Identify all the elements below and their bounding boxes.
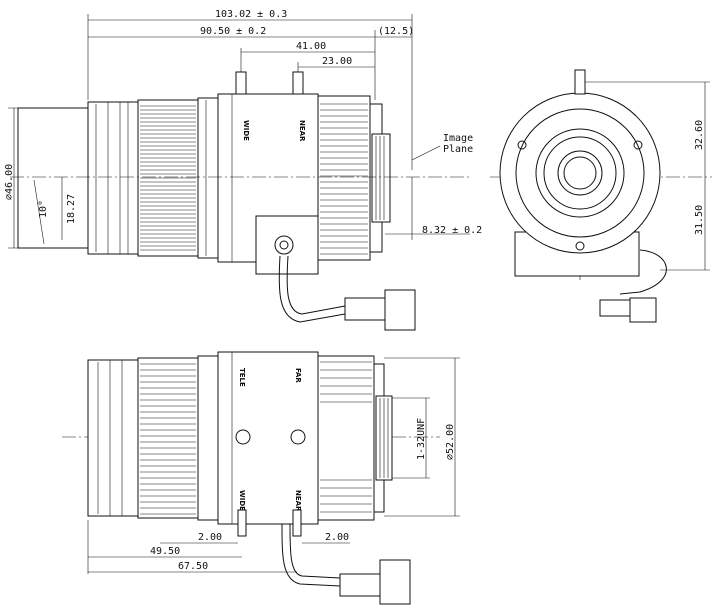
dim-lever-spacing-right: 2.00 (325, 532, 349, 543)
dim-length-lever2: 67.50 (178, 561, 208, 572)
side-view: WIDE NEAR (10, 71, 470, 331)
screw-1 (235, 429, 251, 445)
bottom-view: TELE FAR WIDE NEAR (62, 351, 440, 605)
end-lever (574, 69, 586, 95)
lever-wide (235, 71, 247, 95)
image-plane-line2: Plane (443, 144, 473, 155)
dim-length-lever1: 49.50 (150, 546, 180, 557)
zoom-ring (317, 95, 371, 261)
zoom-knurl (320, 103, 368, 255)
label-wide: WIDE (242, 120, 250, 141)
dim-overall-length: 103.02 ± 0.3 (215, 9, 287, 20)
dim-body-length: 90.50 ± 0.2 (200, 26, 266, 37)
end-connector (629, 297, 657, 323)
label-near-bottom: NEAR (294, 490, 302, 512)
bottom-lever-1 (237, 509, 247, 537)
bottom-zoom-ring (317, 355, 375, 521)
connector-head (384, 289, 416, 331)
end-cable (619, 249, 667, 295)
dim-back-focus: 8.32 ± 0.2 (422, 225, 482, 236)
label-far: FAR (294, 368, 302, 383)
cable-gland (274, 235, 294, 255)
dim-diameter-front: ⌀46.00 (4, 164, 15, 200)
dim-offset: 18.27 (66, 194, 77, 224)
label-tele: TELE (238, 368, 246, 387)
lever-near (292, 71, 304, 95)
bottom-cable (281, 523, 341, 587)
dim-end-bottom: 31.50 (694, 205, 705, 235)
bottom-zoom-knurl (320, 361, 372, 513)
mid-ring (197, 97, 219, 259)
bottom-mid-ring (197, 355, 219, 521)
bottom-connector-head (379, 559, 411, 605)
dim-diameter-body: ⌀52.00 (445, 424, 456, 460)
bottom-lever-2 (292, 509, 302, 537)
bottom-front-ring (87, 359, 139, 517)
bottom-view-dims: ⌀52.00 1-32UNF 2.00 2.00 49.50 67.50 (87, 357, 460, 574)
dim-mount-thread: 1-32UNF (416, 418, 427, 460)
connector-body (344, 297, 386, 321)
mount-thread (371, 133, 391, 223)
front-ring (87, 101, 139, 255)
screw-2 (290, 429, 306, 445)
bottom-main-body (217, 351, 319, 525)
label-near: NEAR (298, 120, 306, 142)
side-view-dims: 103.02 ± 0.3 90.50 ± 0.2 (12.5) 41.00 23… (4, 9, 482, 249)
front-barrel (17, 107, 99, 249)
dim-end-top: 32.60 (694, 120, 705, 150)
dim-angle: 10° (38, 200, 49, 218)
image-plane-line1: Image (443, 133, 473, 144)
dim-lever-near: 23.00 (322, 56, 352, 67)
dim-lever-far: 41.00 (296, 41, 326, 52)
focus-knurl (140, 105, 196, 251)
bottom-connector-body (339, 573, 381, 597)
bottom-focus-knurl (140, 363, 196, 515)
end-view: 32.60 31.50 (490, 69, 712, 323)
cable (278, 255, 346, 323)
cable-bracket (255, 215, 319, 275)
dim-back-extension: (12.5) (378, 26, 414, 37)
label-wide-bottom: WIDE (238, 490, 246, 511)
end-outer (499, 92, 661, 254)
dim-lever-spacing-left: 2.00 (198, 532, 222, 543)
